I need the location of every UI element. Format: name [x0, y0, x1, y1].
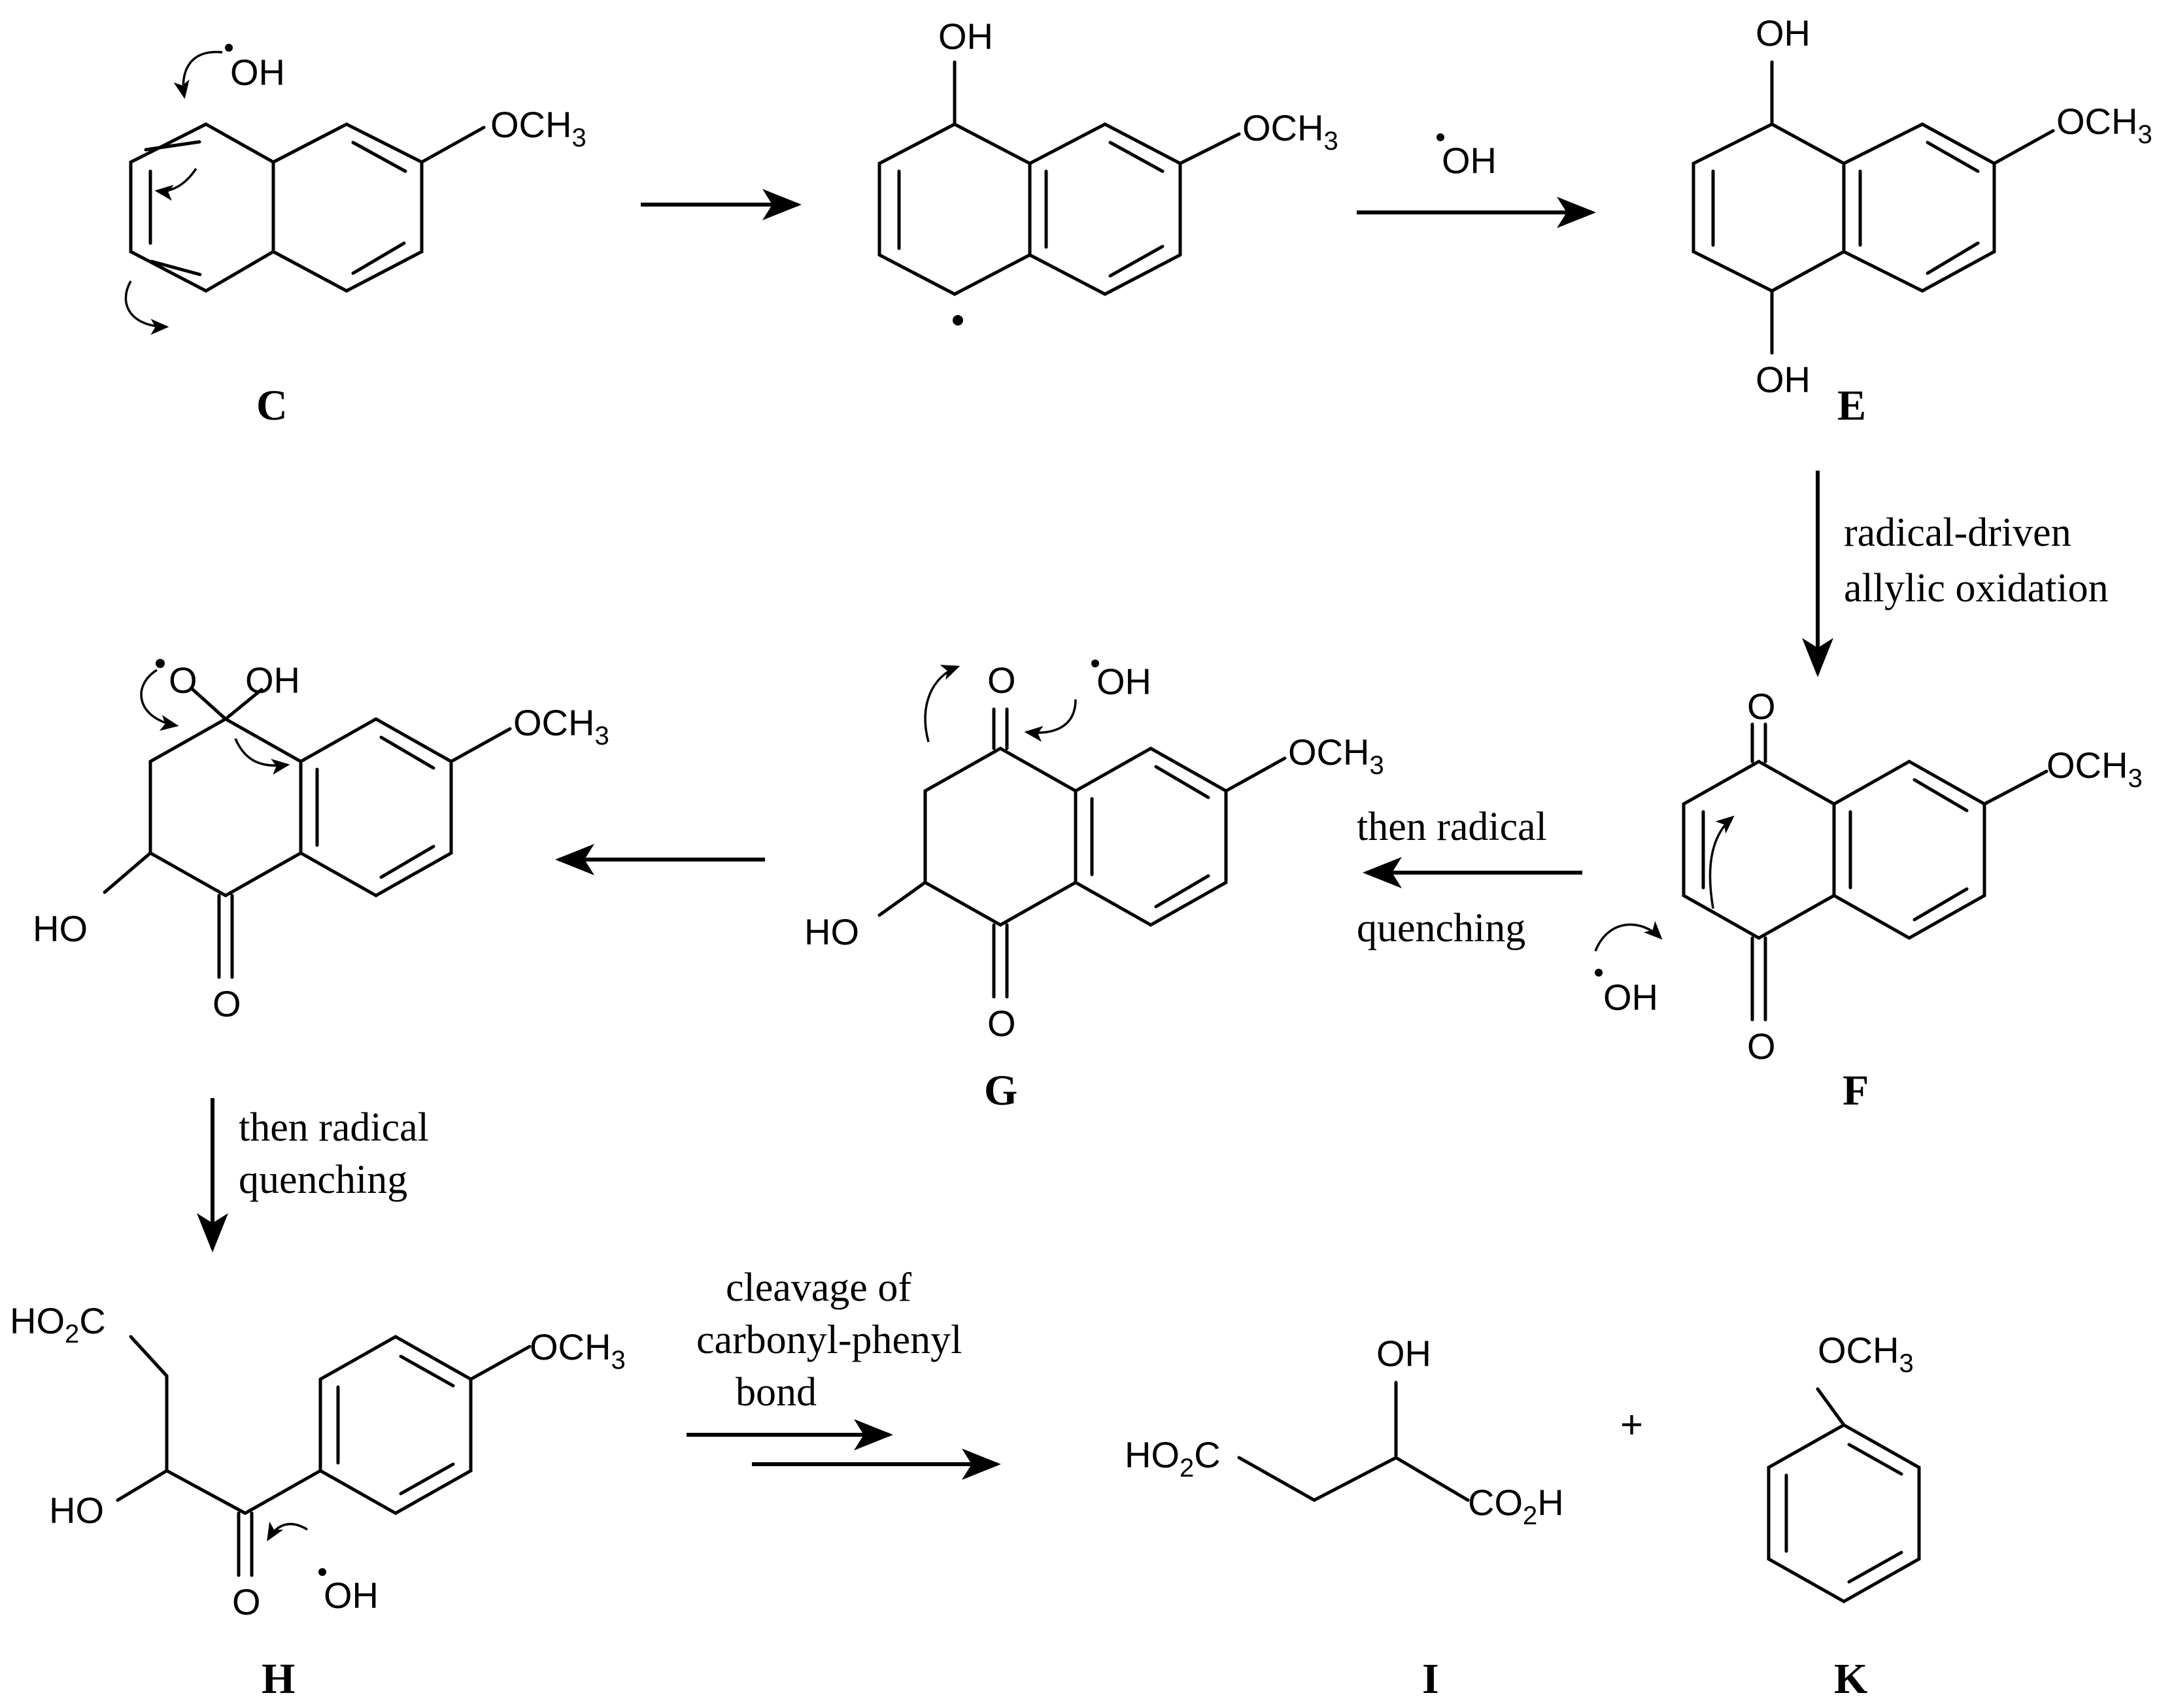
f-och3: OCH3 — [2047, 745, 2143, 793]
compound-g: O O HO OCH3 OH G — [804, 660, 1384, 1114]
h-curly-arrow — [267, 1521, 308, 1542]
h-oh-radical: OH — [324, 1575, 379, 1616]
g-o-bottom: O — [987, 1003, 1016, 1044]
f-radical-dot — [1595, 969, 1603, 977]
label-f: F — [1843, 1067, 1869, 1114]
compound-k: OCH3 K — [1767, 1330, 1921, 1703]
c-och3: OCH3 — [490, 104, 586, 152]
radical-och3: OCH3 — [1242, 107, 1338, 156]
radical-bonds — [877, 60, 1241, 296]
label-h: H — [262, 1655, 295, 1703]
cond-h-ik-line3: bond — [736, 1370, 817, 1415]
label-g: G — [984, 1067, 1017, 1114]
compound-e-bonds — [1692, 60, 2055, 355]
g-o-top: O — [987, 660, 1016, 701]
f-curly-arrow-1 — [1708, 815, 1735, 909]
f-curly-arrow-2 — [1594, 921, 1663, 952]
compound-i-bonds — [1237, 1381, 1470, 1502]
f-o-bottom: O — [1747, 1026, 1776, 1067]
g-och3: OCH3 — [1288, 731, 1384, 780]
g-curly-arrow-1 — [924, 665, 960, 743]
c-curly-arrow-3 — [124, 280, 169, 335]
compound-alkoxy-intermediate: O OH O HO OCH3 — [33, 659, 609, 1024]
plus-sign: + — [1620, 1403, 1643, 1447]
c-curly-arrow-2 — [154, 168, 197, 201]
label-c: C — [256, 382, 288, 429]
compound-h-bonds — [116, 1335, 532, 1577]
cond-e-f-line1: radical-driven — [1844, 511, 2071, 555]
label-k: K — [1834, 1655, 1867, 1703]
i-oh: OH — [1376, 1333, 1431, 1374]
h-och3: OCH3 — [530, 1326, 626, 1375]
compound-k-bonds — [1767, 1387, 1921, 1603]
compound-radical-intermediate: OH OCH3 — [877, 16, 1338, 326]
compound-g-bonds — [877, 707, 1287, 999]
cond-f-g-line2: quenching — [1357, 906, 1525, 950]
alkoxy-curly-arrow-1 — [140, 669, 179, 731]
alkoxy-oh: OH — [245, 660, 300, 701]
e-och3: OCH3 — [2056, 101, 2152, 149]
arrow2-oh-radical: OH — [1442, 140, 1497, 181]
cond-g-h-line2: quenching — [239, 1158, 407, 1202]
c-oh-radical: OH — [230, 52, 285, 93]
h-ho: HO — [49, 1490, 104, 1531]
label-e: E — [1837, 382, 1866, 429]
i-ho2c: HO2C — [1125, 1434, 1221, 1482]
k-och3: OCH3 — [1818, 1330, 1914, 1378]
compound-e: OH OH OCH3 E — [1692, 12, 2152, 429]
e-oh-top: OH — [1756, 12, 1810, 54]
g-radical-dot — [1091, 660, 1099, 667]
cond-h-ik-line2: carbonyl-phenyl — [696, 1318, 962, 1362]
cond-f-g-line1: then radical — [1357, 805, 1547, 849]
i-co2h: CO2H — [1468, 1482, 1564, 1530]
alkoxy-ho: HO — [33, 908, 88, 949]
alkoxy-curly-arrow-2 — [234, 738, 290, 775]
g-oh-radical: OH — [1096, 661, 1151, 702]
radical-oh: OH — [938, 16, 993, 57]
g-curly-arrow-2 — [1024, 699, 1077, 742]
alkoxy-och3: OCH3 — [513, 702, 609, 750]
g-ho: HO — [804, 911, 859, 952]
compound-c-bonds — [129, 122, 486, 293]
compound-f: O O OCH3 OH F — [1594, 686, 2143, 1114]
c-curly-arrow-1 — [173, 50, 223, 99]
alkoxy-o-radical: O — [169, 660, 197, 701]
c-radical-dot — [225, 44, 233, 52]
compound-i: HO2C OH CO2H I — [1125, 1333, 1564, 1703]
f-oh-radical: OH — [1603, 977, 1658, 1018]
cond-g-h-line1: then radical — [239, 1105, 429, 1150]
cond-e-f-line2: allylic oxidation — [1844, 566, 2109, 611]
compound-c: OCH3 OH C — [124, 44, 586, 429]
alkoxy-bonds — [103, 688, 512, 979]
e-oh-bottom: OH — [1756, 359, 1810, 400]
h-ho2c: HO2C — [10, 1300, 106, 1348]
h-radical-dot — [318, 1568, 326, 1576]
f-o-top: O — [1747, 686, 1776, 727]
cond-h-ik-line1: cleavage of — [726, 1265, 911, 1310]
compound-f-bonds — [1682, 722, 2048, 1022]
label-i: I — [1422, 1655, 1439, 1703]
radical-dot — [953, 315, 963, 326]
h-o: O — [232, 1581, 261, 1622]
compound-h: HO2C HO O OCH3 OH H — [10, 1300, 626, 1703]
alkoxy-radical-dot — [156, 659, 165, 668]
alkoxy-o-bottom: O — [212, 983, 241, 1024]
arrow2-radical-dot — [1436, 133, 1444, 141]
